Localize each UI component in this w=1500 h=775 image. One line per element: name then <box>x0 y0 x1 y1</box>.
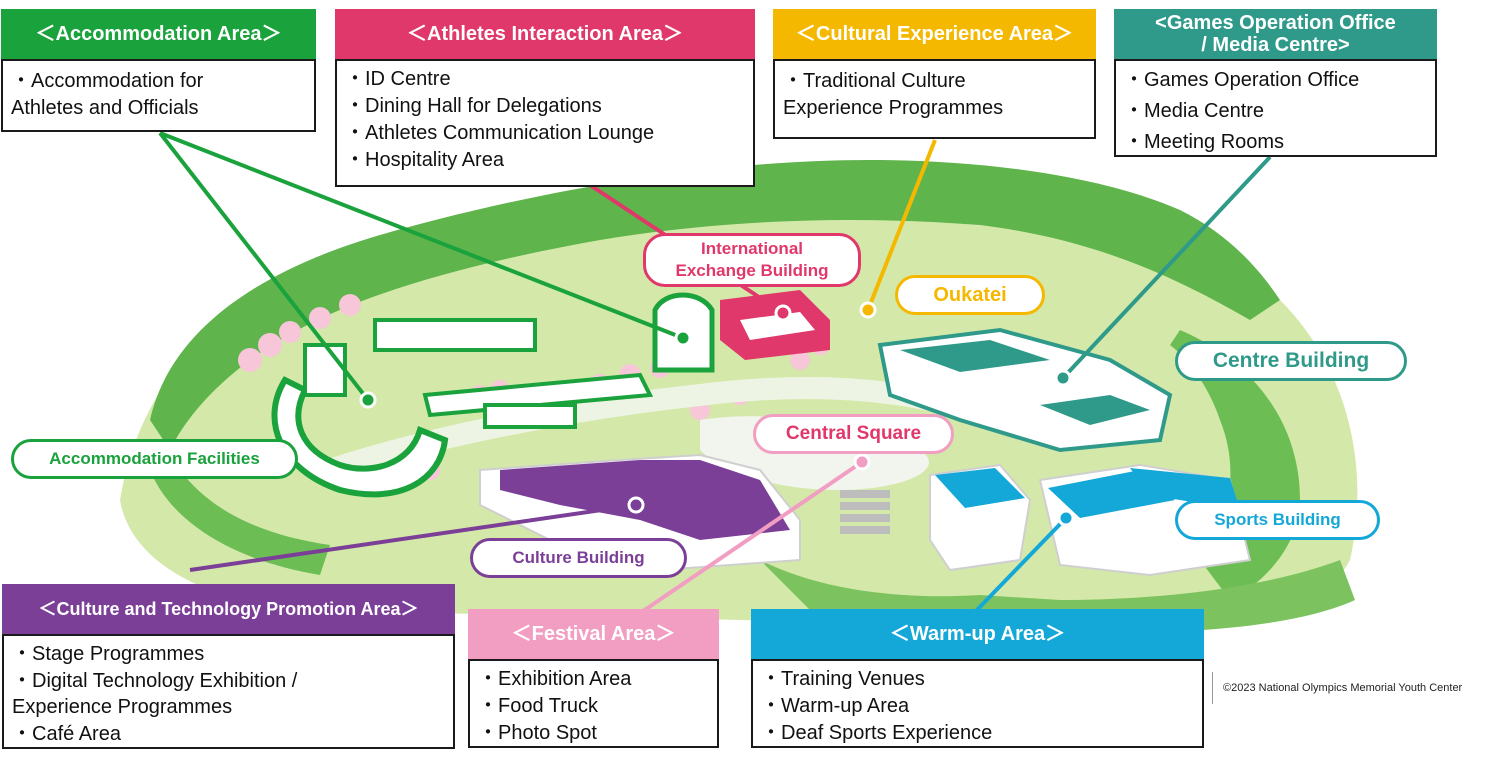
dot-square <box>853 453 871 471</box>
dot-oukatei <box>859 301 877 319</box>
list-item: ・Café Area <box>12 722 121 745</box>
centre-building-label: Centre Building <box>1175 341 1407 381</box>
list-item: ・Training Venues <box>761 668 925 690</box>
list-item: Experience Programmes <box>12 696 233 718</box>
international-label-line2: Exchange Building <box>675 261 829 280</box>
list-item: ・Stage Programmes <box>12 643 205 665</box>
centre-building-shape <box>877 327 1173 453</box>
games-operation-title-line1: <Games Operation Office <box>1155 12 1396 34</box>
festival-area-title: ＜Festival Area＞ <box>468 609 719 659</box>
cultural-experience-area-list: ・Traditional Culture Experience Programm… <box>773 59 1096 139</box>
athletes-interaction-area-title: ＜Athletes Interaction Area＞ <box>335 9 755 59</box>
cultural-experience-area-title: ＜Cultural Experience Area＞ <box>773 9 1096 59</box>
games-operation-title-line2: / Media Centre> <box>1201 34 1350 56</box>
leader-cultural <box>866 139 937 311</box>
list-item: ・Traditional Culture <box>783 70 966 92</box>
forest-front <box>150 470 330 575</box>
leader-festival <box>628 460 864 622</box>
copyright-notice: ©2023 National Olympics Memorial Youth C… <box>1212 672 1496 704</box>
international-exchange-building <box>720 290 830 360</box>
leader-culture-tech <box>189 503 637 572</box>
culture-technology-area-list: ・Stage Programmes ・Digital Technology Ex… <box>2 634 455 749</box>
leader-warmup <box>973 516 1068 614</box>
dot-culture <box>627 496 645 514</box>
accommodation-area-box: ＜Accommodation Area＞ ・Accommodation for … <box>1 9 316 132</box>
accommodation-area-list: ・Accommodation for Athletes and Official… <box>1 59 316 132</box>
list-item: ・ID Centre <box>345 68 451 90</box>
list-item: Experience Programmes <box>783 97 1004 119</box>
international-label-line1: International <box>700 239 803 258</box>
games-operation-area-title: <Games Operation Office / Media Centre> <box>1114 9 1437 59</box>
list-item: ・Photo Spot <box>478 722 597 744</box>
list-item: ・Dining Hall for Delegations <box>345 95 602 117</box>
central-square-label: Central Square <box>753 414 954 454</box>
games-operation-area-box: <Games Operation Office / Media Centre> … <box>1114 9 1437 157</box>
accommodation-facilities-label: Accommodation Facilities <box>11 439 298 479</box>
dot-international <box>774 304 792 322</box>
dot-sports <box>1057 509 1075 527</box>
grandstand <box>840 490 890 534</box>
dot-centre <box>1054 369 1072 387</box>
list-item: ・Accommodation for <box>11 70 204 92</box>
warmup-area-list: ・Training Venues ・Warm-up Area ・Deaf Spo… <box>751 659 1204 748</box>
list-item: ・Deaf Sports Experience <box>761 722 993 744</box>
list-item: ・Food Truck <box>478 695 599 717</box>
games-operation-area-list: ・Games Operation Office ・Media Centre ・M… <box>1114 59 1437 157</box>
festival-area-list: ・Exhibition Area ・Food Truck ・Photo Spot <box>468 659 719 748</box>
culture-building-label: Culture Building <box>470 538 687 578</box>
list-item: ・Athletes Communication Lounge <box>345 122 655 144</box>
list-item: ・Meeting Rooms <box>1124 131 1285 153</box>
athletes-interaction-area-box: ＜Athletes Interaction Area＞ ・ID Centre ・… <box>335 9 755 187</box>
dot-accommodation-2 <box>674 329 692 347</box>
warmup-area-title: ＜Warm-up Area＞ <box>751 609 1204 659</box>
cultural-experience-area-box: ＜Cultural Experience Area＞ ・Traditional … <box>773 9 1096 139</box>
list-item: ・Warm-up Area <box>761 695 910 717</box>
list-item: ・Exhibition Area <box>478 668 632 690</box>
warmup-area-box: ＜Warm-up Area＞ ・Training Venues ・Warm-up… <box>751 609 1204 748</box>
dot-accommodation-1 <box>359 391 377 409</box>
leader-accommodation-2 <box>159 131 684 340</box>
list-item: ・Media Centre <box>1124 100 1265 122</box>
culture-technology-area-box: ＜Culture and Technology Promotion Area＞ … <box>2 584 455 749</box>
festival-area-box: ＜Festival Area＞ ・Exhibition Area ・Food T… <box>468 609 719 748</box>
list-item: Athletes and Officials <box>11 97 199 119</box>
target-dots <box>359 301 1075 527</box>
oukatei-label: Oukatei <box>895 275 1045 315</box>
list-item: ・Hospitality Area <box>345 149 504 171</box>
leader-accommodation-1 <box>158 131 370 402</box>
international-exchange-building-label: International Exchange Building <box>643 233 861 287</box>
list-item: ・Games Operation Office <box>1124 69 1360 91</box>
sports-building-shape <box>929 463 1252 577</box>
accommodation-area-title: ＜Accommodation Area＞ <box>1 9 316 59</box>
list-item: ・Digital Technology Exhibition / <box>12 669 298 692</box>
athletes-interaction-area-list: ・ID Centre ・Dining Hall for Delegations … <box>335 59 755 187</box>
culture-technology-area-title: ＜Culture and Technology Promotion Area＞ <box>2 584 455 634</box>
leader-lines <box>158 131 1272 622</box>
sports-building-label: Sports Building <box>1175 500 1380 540</box>
leader-games <box>1061 155 1272 380</box>
forest-back <box>150 160 1280 450</box>
